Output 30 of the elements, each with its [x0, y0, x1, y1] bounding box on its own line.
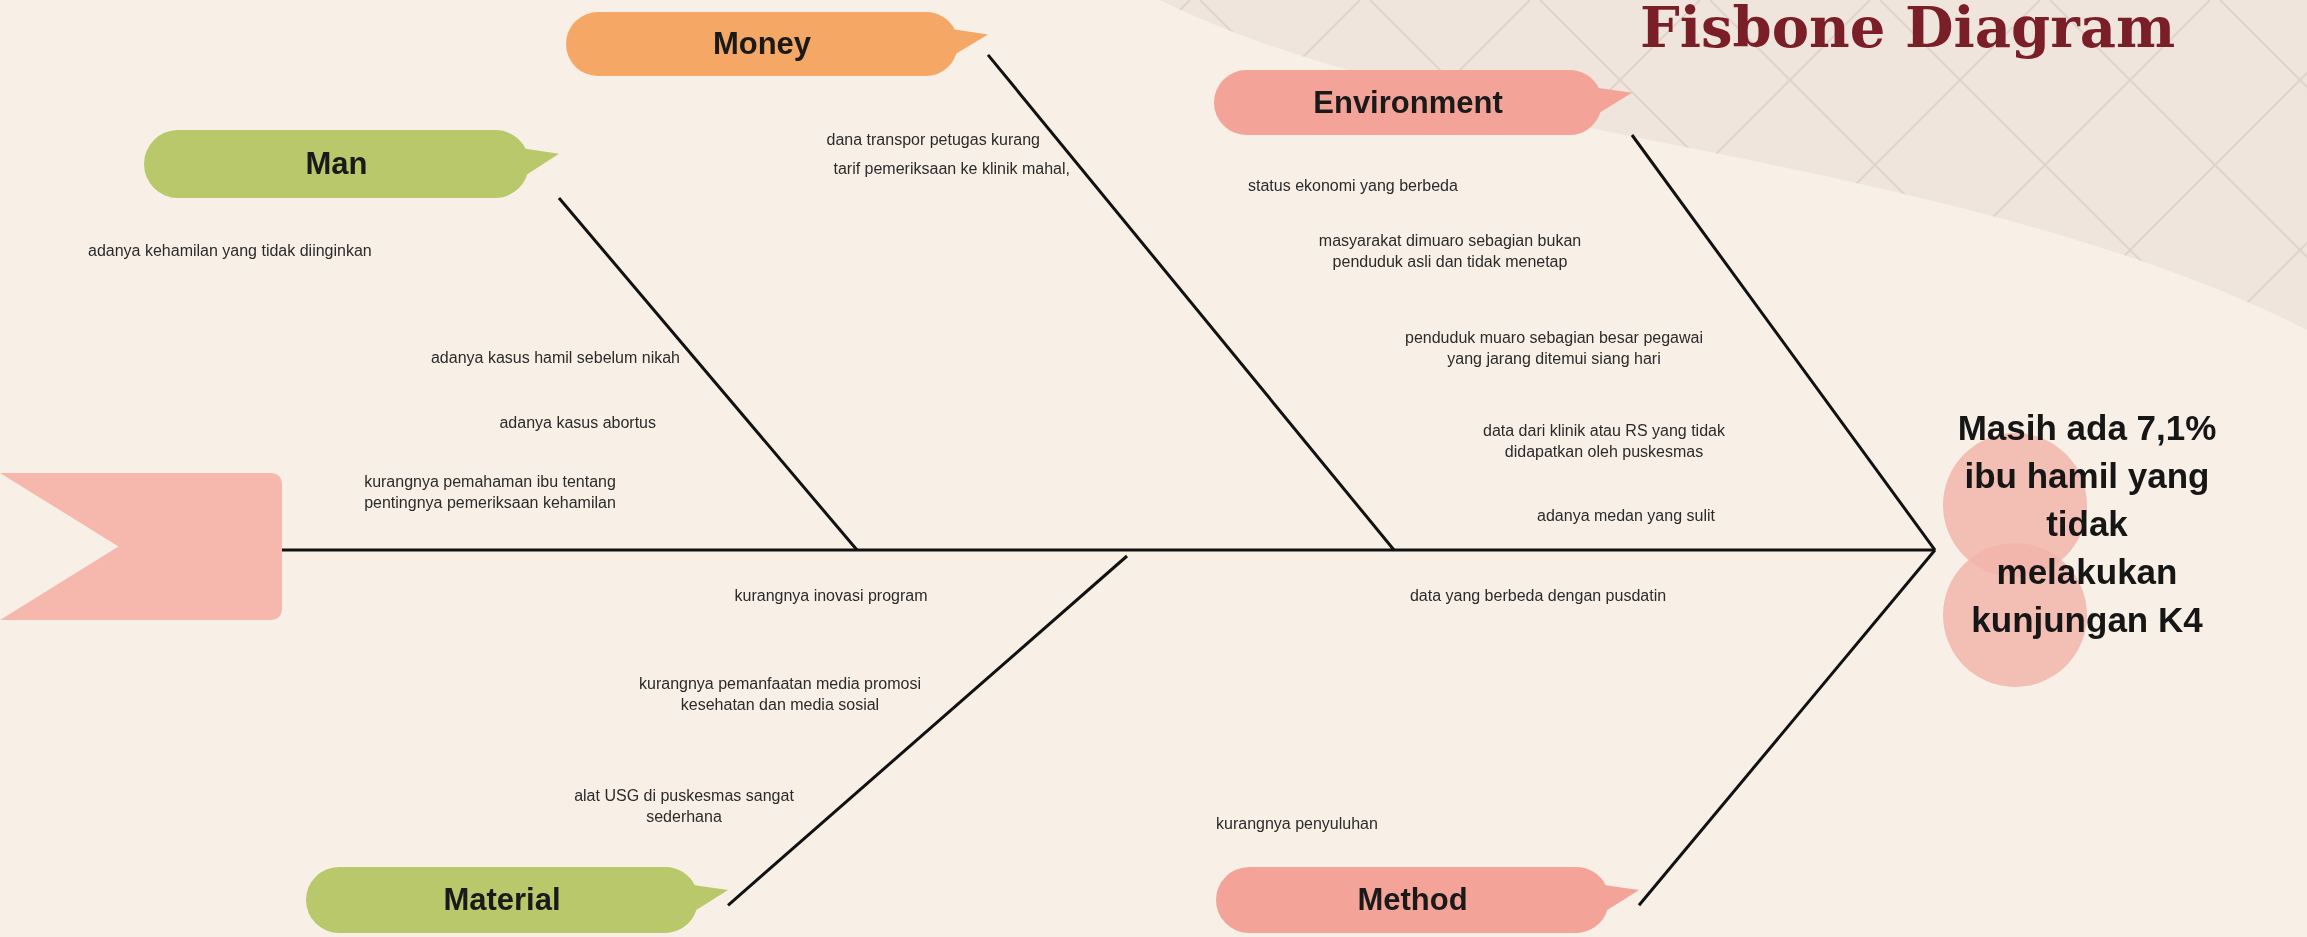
category-label: Man [144, 130, 559, 198]
cause-text: masyarakat dimuaro sebagian bukan penduduk asli dan tidak menetap [1317, 231, 1583, 272]
cause-text: kurangnya inovasi program [733, 586, 929, 606]
cause-text: penduduk muaro sebagian besar pegawai yang jarang ditemui siang hari [1404, 328, 1704, 369]
cause-text: alat USG di puskesmas sangat sederhana [573, 786, 795, 827]
cause-text: adanya kehamilan yang tidak diinginkan [88, 241, 373, 261]
cause-text: adanya kasus abortus [498, 413, 656, 433]
cause-text: kurangnya penyuluhan [1216, 814, 1379, 834]
diagram-title: Fisbone Diagram [1640, 0, 2176, 60]
bone-line [557, 197, 859, 551]
category-label: Material [306, 867, 728, 933]
cause-text: kurangnya pemahaman ibu tentang pentingnya pemeriksaan kehamilan [363, 472, 617, 513]
cause-text: kurangnya pemanfaatan media promosi kesehatan dan media sosial [638, 674, 922, 715]
cause-text: tarif pemeriksaan ke klinik mahal, [832, 159, 1070, 179]
bone-line [1637, 549, 1937, 907]
cause-text: adanya kasus hamil sebelum nikah [429, 348, 680, 368]
bone-line [986, 53, 1396, 551]
cause-text: dana transpor petugas kurang [825, 130, 1040, 150]
cause-text: adanya medan yang sulit [1536, 506, 1716, 526]
spine-line [282, 548, 1935, 552]
effect-text: Masih ada 7,1% ibu hamil yang tidak melakukan kunjungan K4 [1957, 407, 2217, 641]
cause-text: data yang berbeda dengan pusdatin [1408, 586, 1668, 606]
cause-text: status ekonomi yang berbeda [1248, 176, 1459, 196]
category-label: Environment [1214, 70, 1632, 135]
fish-tail-shape [0, 473, 282, 620]
cause-text: data dari klinik atau RS yang tidak didapatkan oleh puskesmas [1482, 421, 1726, 462]
bone-line [1630, 134, 1937, 551]
bone-line [727, 554, 1128, 907]
category-label: Method [1216, 867, 1639, 933]
category-label: Money [566, 12, 988, 76]
